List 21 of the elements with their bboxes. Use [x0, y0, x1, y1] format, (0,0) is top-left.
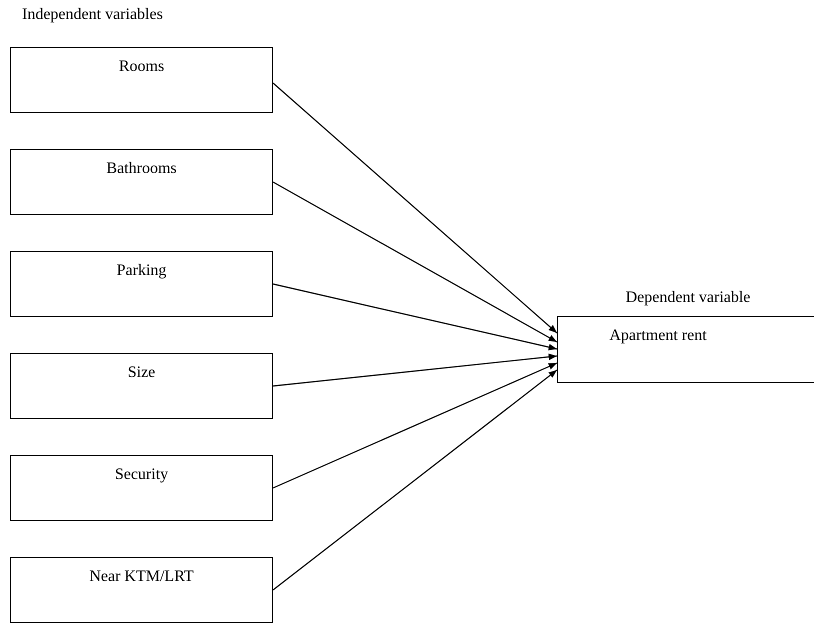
- box-label: Size: [126, 364, 156, 382]
- group-heading: Independent variables: [22, 6, 163, 24]
- arrow: [272, 82, 558, 334]
- arrow: [272, 370, 558, 590]
- variable-box: [10, 251, 273, 317]
- variable-box: [10, 455, 273, 521]
- variable-box: [10, 353, 273, 419]
- variable-box: [10, 149, 273, 215]
- box-heading: Dependent variable: [624, 289, 752, 307]
- arrow: [272, 181, 558, 343]
- variable-box: [10, 47, 273, 113]
- box-label: Near KTM/LRT: [88, 568, 195, 586]
- arrow: [272, 354, 558, 387]
- arrow: [272, 283, 558, 350]
- box-label: Apartment rent: [608, 327, 708, 345]
- box-label: Rooms: [118, 58, 166, 76]
- box-label: Security: [114, 466, 170, 484]
- variable-box: [10, 557, 273, 623]
- arrow: [272, 362, 558, 489]
- box-label: Bathrooms: [105, 160, 178, 178]
- box-label: Parking: [116, 262, 168, 280]
